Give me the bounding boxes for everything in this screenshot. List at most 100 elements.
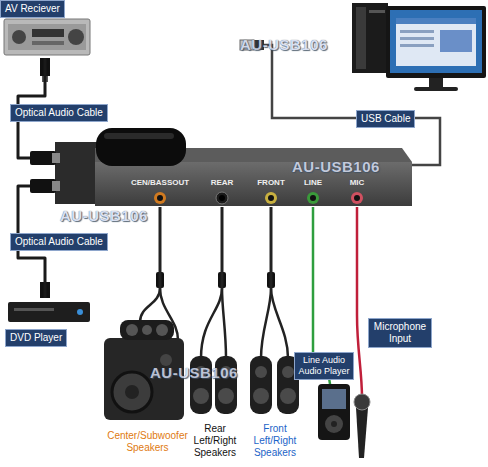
cable-connector: [356, 207, 359, 315]
speaker-driver: [220, 366, 232, 378]
speaker-caption: Rear Left/Right Speakers: [190, 423, 240, 459]
player-screen: [322, 389, 346, 409]
jack-cen: [154, 192, 166, 204]
cable-connector: [159, 207, 162, 288]
optical-plug-tip: [52, 153, 60, 163]
receiver-knob: [68, 29, 84, 45]
usb-plug-tip: [240, 40, 254, 50]
hub-body: [95, 162, 412, 206]
player-wheel: [325, 415, 343, 433]
split-cable: [140, 288, 160, 322]
cable-connector: [18, 186, 45, 298]
usb-cable: [262, 45, 440, 165]
jack-line: [307, 192, 319, 204]
jack-hole: [310, 195, 316, 201]
device-name: DVD Player: [5, 329, 67, 347]
speaker-driver: [253, 388, 269, 404]
device-label: DVD Player: [5, 298, 93, 348]
cable-label: USB Cable: [356, 110, 415, 128]
jack-front: [265, 192, 277, 204]
device-name: AV Reciever: [0, 0, 65, 18]
split-cable: [261, 288, 271, 358]
cable-label: Optical Audio Cable: [10, 104, 108, 122]
front-speaker: [250, 356, 272, 414]
drive-bay: [369, 10, 385, 13]
bass-port: [160, 354, 172, 366]
speaker-group: Rear Left/Right Speakers: [190, 288, 240, 463]
watermark: AU-USB106: [150, 364, 238, 382]
hub-cylinder-highlight: [104, 133, 174, 139]
jack-rear: [216, 192, 228, 204]
sound-hub: CEN/BASSOUTREARFRONTLINEMIC: [30, 135, 412, 207]
cable-connector: [18, 58, 45, 158]
speaker-driver: [255, 366, 267, 378]
port-label: FRONT: [239, 178, 303, 188]
rear-speaker: [215, 356, 237, 414]
monitor-frame: [386, 6, 486, 78]
watermark: AU-USB106: [240, 36, 328, 54]
port-label: LINE: [281, 178, 345, 188]
jack-hole: [268, 195, 274, 201]
device-name: Microphone Input: [368, 318, 432, 348]
speaker-driver: [218, 388, 234, 404]
port-label: REAR: [190, 178, 254, 188]
speaker-driver: [195, 366, 207, 378]
watermark: AU-USB106: [292, 158, 380, 176]
audio-player: [318, 384, 350, 440]
front-speaker: [277, 356, 299, 414]
split-cable: [201, 288, 222, 358]
monitor-base: [414, 87, 458, 91]
av-receiver: [4, 19, 90, 55]
speaker-driver: [142, 325, 152, 335]
optical-port-block: [55, 142, 100, 204]
player-button: [331, 421, 337, 427]
port-label: MIC: [325, 178, 389, 188]
microphone-head: [354, 394, 370, 410]
speaker-driver: [282, 366, 294, 378]
mic-cable: [357, 315, 362, 398]
dvd-led: [77, 309, 83, 315]
speaker-group: Center/Subwoofer Speakers: [100, 288, 195, 463]
woofer-cap: [125, 385, 139, 399]
speaker-driver: [126, 324, 138, 336]
speaker-driver: [280, 388, 296, 404]
line-cable: [313, 352, 330, 384]
optical-plug-tip: [52, 181, 60, 191]
cable-connector: [270, 207, 273, 288]
cable-connector: [312, 207, 315, 352]
receiver-display: [32, 29, 64, 37]
woofer-cone: [112, 372, 152, 412]
receiver-panel: [8, 24, 86, 50]
microphone-handle: [356, 408, 368, 458]
speaker-group: Front Left/Right Speakers: [245, 288, 305, 463]
jack-hole: [219, 195, 225, 201]
hub-cylinder: [96, 128, 186, 166]
speaker-caption: Front Left/Right Speakers: [245, 423, 305, 459]
window-panel: [396, 18, 476, 66]
speaker-driver: [156, 324, 168, 336]
dvd-player: [8, 302, 90, 322]
subwoofer: [104, 338, 184, 420]
settings-list: [400, 37, 434, 40]
jack-hole: [354, 195, 360, 201]
watermark: AU-USB106: [60, 207, 148, 225]
split-cable: [222, 288, 226, 358]
port-label: CEN/BASSOUT: [128, 178, 192, 188]
pc-tower-front: [356, 7, 366, 69]
cable-connector: [221, 207, 224, 288]
window-titlebar: [396, 18, 476, 24]
rear-speaker: [190, 356, 212, 414]
receiver-buttons: [32, 41, 64, 45]
speaker-map: [440, 30, 472, 52]
speaker-driver: [193, 388, 209, 404]
jack-mic: [351, 192, 363, 204]
jack-hole: [157, 195, 163, 201]
device-name: Line Audio Audio Player: [294, 352, 354, 380]
microphone: Microphone Input: [350, 315, 435, 460]
settings-list: [400, 44, 434, 47]
pc-tower: [352, 3, 388, 73]
split-cable: [271, 288, 288, 358]
